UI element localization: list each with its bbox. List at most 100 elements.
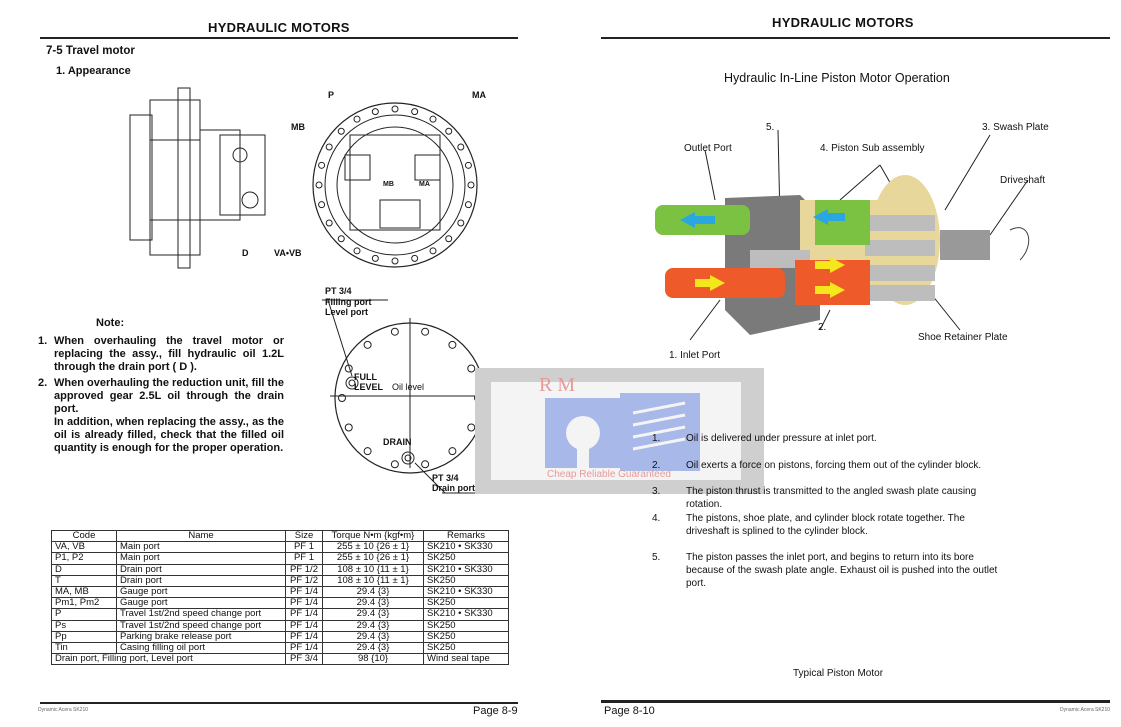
bolt-hole — [344, 364, 353, 373]
cell-code: VA, VB — [51, 541, 117, 554]
subsection-title: 1. Appearance — [56, 65, 131, 77]
bolt-hole — [445, 127, 453, 135]
cell-name: Drain port — [116, 574, 286, 587]
cell-size: PF 1/2 — [285, 574, 323, 587]
cell-torque: 29.4 {3} — [322, 608, 424, 621]
bolt-hole — [429, 115, 437, 123]
bolt-hole — [371, 108, 379, 116]
step-text: The piston thrust is transmitted to the … — [686, 486, 977, 510]
cell-torque: 29.4 {3} — [322, 597, 424, 610]
oil-level-diagram — [322, 299, 490, 494]
cell-code: Pp — [51, 630, 117, 643]
label-level-port: Level port — [325, 307, 369, 317]
cell-torque: 29.4 {3} — [322, 630, 424, 643]
bolt-hole — [337, 235, 345, 243]
col-torque: Torque N•m {kgf•m} — [322, 529, 424, 543]
label-2: 2. — [818, 322, 827, 333]
cell-torque: 255 ± 10 {26 ± 1} — [322, 552, 424, 565]
bolt-hole — [315, 181, 323, 189]
cell-torque: 29.4 {3} — [322, 619, 424, 632]
label-mb-inner: MB — [383, 181, 394, 188]
bolt-hole — [391, 257, 399, 265]
cell-name: Gauge port — [116, 585, 286, 599]
note-2-text: When overhauling the reduction unit, fil… — [54, 377, 284, 415]
label-ma: MA — [472, 90, 486, 100]
cell-code: D — [51, 563, 117, 576]
cell-torque: 108 ± 10 {11 ± 1} — [322, 574, 424, 587]
bolt-hole — [353, 115, 361, 123]
label-driveshaft: Driveshaft — [1000, 175, 1046, 186]
cell-size: PF 1 — [285, 541, 323, 554]
note-2-extra: In addition, when replacing the assy., a… — [54, 416, 284, 454]
col-name: Name — [116, 529, 286, 543]
bolt-hole — [371, 254, 379, 262]
header-rule — [601, 37, 1110, 39]
step-number: 3. — [652, 486, 661, 497]
label-full: FULL — [354, 372, 377, 382]
cell-name: Gauge port — [116, 597, 286, 610]
cell-code: MA, MB — [51, 585, 117, 599]
step-number: 4. — [652, 513, 661, 524]
cell-code: Ps — [51, 619, 117, 632]
section-title: 7-5 Travel motor — [46, 45, 135, 57]
travel-motor-side-view — [129, 87, 266, 269]
page-number-left: Page 8-9 — [473, 705, 518, 717]
label-mb: MB — [291, 122, 305, 132]
label-outlet-port: Outlet Port — [684, 143, 732, 154]
bolt-hole — [318, 161, 326, 169]
bolt-hole — [421, 327, 430, 336]
step-text: Oil is delivered under pressure at inlet… — [686, 433, 877, 444]
cell-torque: 29.4 {3} — [322, 585, 424, 599]
bolt-hole — [445, 235, 453, 243]
cell-name: Parking brake release port — [116, 630, 286, 643]
port-torque-table: Code Name Size Torque N•m {kgf•m} Remark… — [51, 529, 509, 666]
cell-torque: 29.4 {3} — [322, 641, 424, 655]
figure-caption: Typical Piston Motor — [793, 668, 884, 679]
cell-torque: 98 {10} — [322, 653, 424, 666]
cell-code: T — [51, 574, 117, 587]
cell-name: Casing filling oil port — [116, 641, 286, 655]
bolt-hole — [457, 219, 465, 227]
bolt-hole — [448, 447, 457, 456]
label-inlet-port: 1. Inlet Port — [669, 350, 721, 361]
label-shoe-retainer-plate: Shoe Retainer Plate — [918, 332, 1008, 343]
cell-size: PF 1 — [285, 552, 323, 565]
right-page-header: HYDRAULIC MOTORS — [772, 15, 914, 30]
note-2-number: 2. — [38, 377, 48, 389]
bolt-hole — [421, 460, 430, 469]
label-level: LEVEL — [354, 382, 384, 392]
cell-size: PF 1/4 — [285, 641, 323, 655]
step-number: 1. — [652, 433, 661, 444]
cell-code: P1, P2 — [51, 552, 117, 565]
left-page-header: HYDRAULIC MOTORS — [208, 20, 350, 35]
bolt-hole — [344, 423, 353, 432]
cell-remarks: SK250 — [423, 619, 509, 632]
footer-model: Dynamic Acera SK210 — [1060, 707, 1111, 713]
bolt-hole — [318, 201, 326, 209]
cell-size: PF 1/4 — [285, 619, 323, 632]
bolt-hole — [464, 161, 472, 169]
bolt-hole — [325, 143, 333, 151]
travel-motor-end-view — [312, 102, 478, 268]
footer-rule — [40, 702, 518, 704]
cell-remarks: SK250 — [423, 552, 509, 565]
label-swash-plate: 3. Swash Plate — [982, 122, 1049, 133]
note-1-number: 1. — [38, 335, 48, 347]
cell-remarks: SK210 • SK330 — [423, 608, 509, 621]
bolt-hole — [467, 181, 475, 189]
step-text: The piston passes the inlet port, and be… — [686, 552, 998, 589]
bolt-hole — [457, 143, 465, 151]
watermark: R M Cheap Reliable Guaranteed — [475, 368, 764, 494]
cell-name: Travel 1st/2nd speed change port — [116, 608, 286, 621]
cell-remarks: SK250 — [423, 641, 509, 655]
col-code: Code — [51, 529, 117, 543]
label-piston-sub-assembly: 4. Piston Sub assembly — [820, 143, 925, 154]
cell-size: PF 1/2 — [285, 563, 323, 576]
